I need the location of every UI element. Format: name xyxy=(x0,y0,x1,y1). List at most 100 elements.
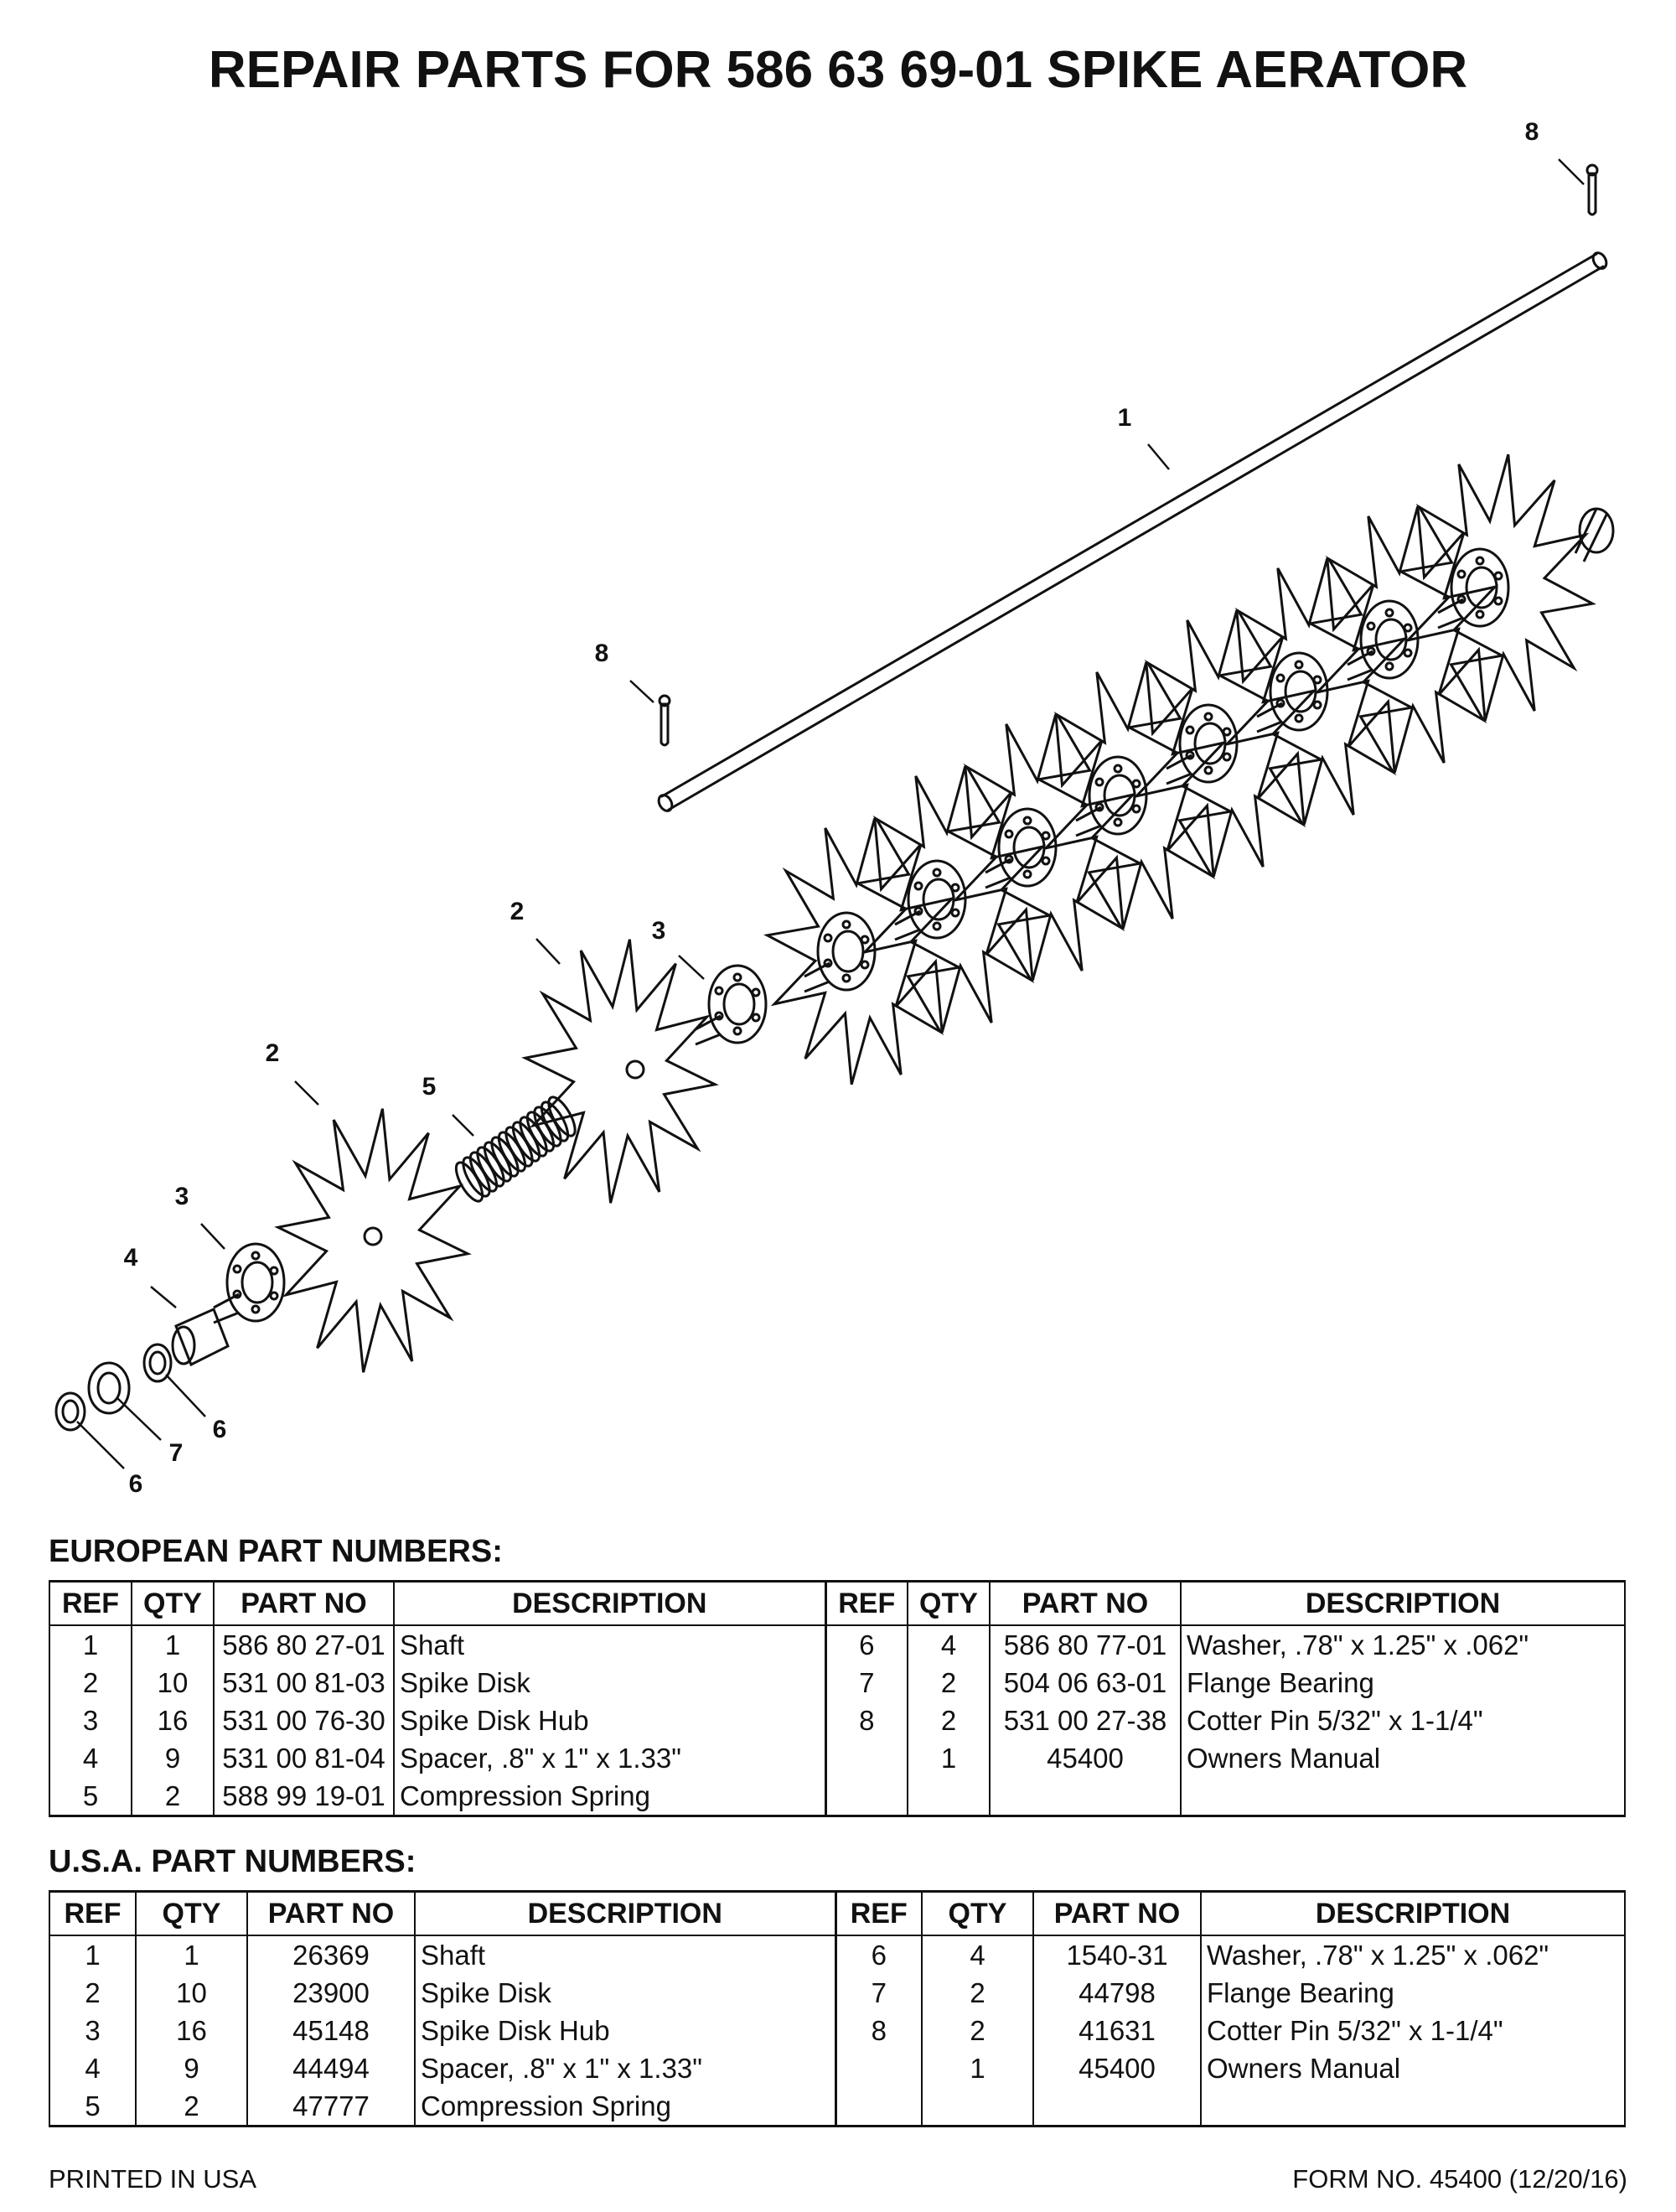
callout-leader xyxy=(165,1374,206,1417)
table-cell: 531 00 76-30 xyxy=(213,1702,395,1739)
table-cell: 1 xyxy=(49,1935,137,1974)
spike-disk-hub-bore xyxy=(1465,566,1498,609)
spike-disk-hub-collar xyxy=(1075,806,1102,837)
spike-disk-hub-collar xyxy=(1347,650,1373,681)
table-cell: 16 xyxy=(131,1702,215,1739)
spike-disk-hub xyxy=(1450,547,1510,628)
shaft-outline-top xyxy=(660,252,1598,798)
cotter-pin xyxy=(1587,172,1597,216)
table-cell: 41631 xyxy=(1032,2012,1202,2049)
callout-leader xyxy=(294,1080,319,1106)
spike-disk-hub-bolt-hole xyxy=(1294,713,1304,723)
column-header: QTY xyxy=(921,1890,1034,1936)
spike-disk-hub-bolt-hole xyxy=(1493,571,1503,581)
spike-disk-hub-bolt-hole xyxy=(1312,700,1322,710)
flange-bearing xyxy=(87,1361,131,1415)
table-cell: 1 xyxy=(907,1739,991,1777)
spike-disk xyxy=(274,1108,472,1373)
callout-leader xyxy=(1147,443,1170,470)
table-cell xyxy=(834,2087,923,2127)
spike-disk-hub-collar xyxy=(804,961,830,993)
spike-disk-center xyxy=(625,1059,645,1080)
spike-disk-hub-bolt-hole xyxy=(1222,752,1232,762)
table-cell: Cotter Pin 5/32" x 1-1/4" xyxy=(1200,2012,1626,2049)
column-header: PART NO xyxy=(213,1580,395,1626)
table-cell: Flange Bearing xyxy=(1200,1974,1626,2012)
table-cell: 10 xyxy=(135,1974,248,2012)
spike-disk-hub-bolt-hole xyxy=(1275,698,1285,708)
spike-disk-hub-bolt-hole xyxy=(1475,609,1485,619)
spike-disk-hub-bolt-hole xyxy=(251,1251,261,1261)
callout-label: 5 xyxy=(422,1073,437,1101)
column-header: REF xyxy=(49,1890,137,1936)
callout-leader xyxy=(76,1421,125,1469)
table-cell: 26369 xyxy=(246,1935,416,1974)
spike-disk-hub-bolt-hole xyxy=(1041,831,1051,841)
spike-disk-hub-bolt-hole xyxy=(1113,817,1123,827)
table-cell: 5 xyxy=(49,2087,137,2127)
european-section-title: EUROPEAN PART NUMBERS: xyxy=(49,1534,503,1569)
spike-disk-hub-bore xyxy=(722,982,756,1026)
callout-label: 2 xyxy=(510,898,525,925)
table-cell: Owners Manual xyxy=(1200,2049,1626,2087)
spike-disk-hub-bolt-hole xyxy=(1022,869,1032,879)
cotter-pin xyxy=(660,702,670,747)
washer xyxy=(54,1391,86,1432)
table-cell: 2 xyxy=(131,1777,215,1817)
column-header: QTY xyxy=(135,1890,248,1936)
spike-disk-hub-bore xyxy=(1012,826,1046,869)
spike-disk-hub-collar xyxy=(1166,754,1192,785)
column-header: DESCRIPTION xyxy=(1200,1890,1626,1936)
spike-disk-hub-bolt-hole xyxy=(751,1013,761,1023)
callout-leader xyxy=(116,1397,162,1441)
column-header: DESCRIPTION xyxy=(1180,1580,1626,1626)
spike-disk-hub xyxy=(997,807,1058,888)
flange-bearing-body xyxy=(1574,508,1609,562)
callout-label: 1 xyxy=(1118,404,1132,432)
page-title: REPAIR PARTS FOR 586 63 69-01 SPIKE AERA… xyxy=(208,41,1468,99)
table-cell xyxy=(921,2087,1034,2127)
table-cell xyxy=(834,2049,923,2087)
table-cell: 1 xyxy=(49,1625,132,1664)
table-cell: 4 xyxy=(907,1625,991,1664)
spike-disk-hub-bolt-hole xyxy=(913,881,923,891)
spike-disk-hub-bolt-hole xyxy=(1222,727,1232,737)
callout-leader xyxy=(535,938,561,965)
table-cell: 531 00 81-04 xyxy=(213,1739,395,1777)
table-cell: Spacer, .8" x 1" x 1.33" xyxy=(414,2049,836,2087)
spike-disk-hub-bolt-hole xyxy=(732,972,742,982)
table-cell: 7 xyxy=(824,1664,908,1702)
spike-disk-center xyxy=(363,1226,383,1246)
spike-disk-hub xyxy=(1359,599,1420,680)
usa-section-title: U.S.A. PART NUMBERS: xyxy=(49,1844,416,1879)
table-cell: Shaft xyxy=(414,1935,836,1974)
spike-disk-hub-bore xyxy=(831,930,865,973)
table-cell: 45400 xyxy=(1032,2049,1202,2087)
shaft-outline-bottom xyxy=(667,265,1605,811)
spike-disk-hub-bolt-hole xyxy=(950,908,960,918)
spike-disk-hub-bolt-hole xyxy=(1403,623,1413,633)
callout-leader xyxy=(629,680,654,703)
spike-disk-hub-bolt-hole xyxy=(714,1011,724,1021)
spike-disk-hub-bolt-hole xyxy=(1493,596,1503,606)
spike-disk-hub-bolt-hole xyxy=(823,958,833,968)
table-cell: 45400 xyxy=(989,1739,1182,1777)
table-cell: 3 xyxy=(49,2012,137,2049)
spike-disk-hub-bolt-hole xyxy=(714,986,724,996)
spike-disk-hub-bolt-hole xyxy=(1094,777,1104,787)
compression-spring xyxy=(454,1096,577,1203)
table-cell: 5 xyxy=(49,1777,132,1817)
callout-leader xyxy=(452,1114,474,1137)
table-cell: 7 xyxy=(834,1974,923,2012)
table-cell: 1 xyxy=(135,1935,248,1974)
spacer-end xyxy=(171,1325,196,1365)
table-cell: 4 xyxy=(49,1739,132,1777)
column-header: PART NO xyxy=(246,1890,416,1936)
table-cell: 2 xyxy=(907,1664,991,1702)
table-cell: 1 xyxy=(131,1625,215,1664)
callout-leader xyxy=(678,955,705,980)
spike-disk-hub-collar xyxy=(985,857,1011,889)
spike-disk-hub-bolt-hole xyxy=(1185,725,1195,735)
